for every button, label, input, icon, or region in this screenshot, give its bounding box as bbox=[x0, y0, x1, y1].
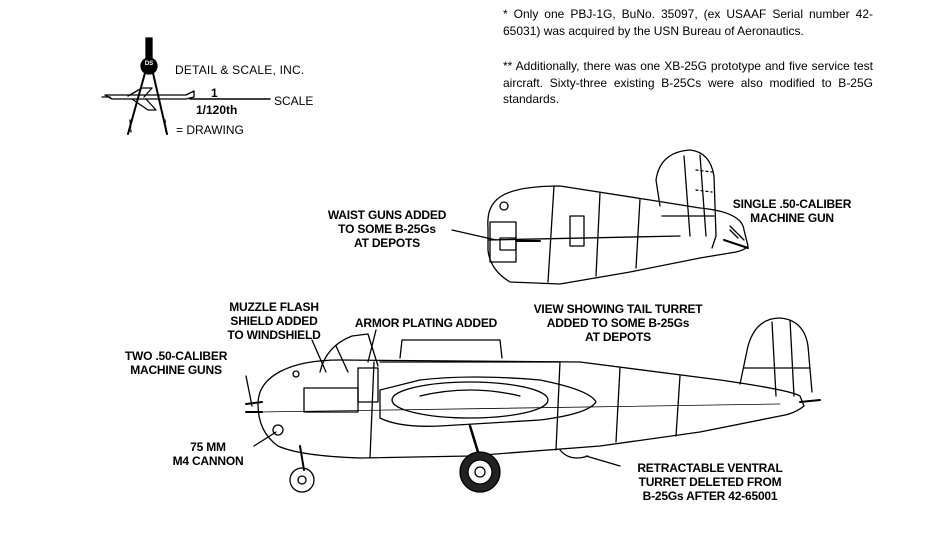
callout-armor-plating: ARMOR PLATING ADDED bbox=[344, 316, 508, 330]
callout-ventral-line-3: B-25Gs AFTER 42-65001 bbox=[642, 489, 778, 503]
callout-muzzle-flash: MUZZLE FLASH SHIELD ADDED TO WINDSHIELD bbox=[214, 300, 334, 342]
callout-tail-turret-line-1: VIEW SHOWING TAIL TURRET bbox=[533, 302, 703, 316]
scale-ratio-numerator: 1 bbox=[211, 86, 218, 100]
logo-emblem-text: DS bbox=[144, 61, 154, 67]
callout-armor-line-1: ARMOR PLATING ADDED bbox=[354, 316, 498, 330]
rear-fuselage-view bbox=[487, 149, 749, 285]
callout-waist-guns-line-1: WAIST GUNS ADDED bbox=[327, 208, 447, 222]
callout-waist-guns-line-2: TO SOME B-25Gs bbox=[338, 222, 436, 236]
note-pbj-1g: * Only one PBJ-1G, BuNo. 35097, (ex USAA… bbox=[503, 7, 873, 38]
leader-cannon bbox=[253, 431, 277, 447]
leader-armor bbox=[367, 329, 377, 363]
leader-waist-guns bbox=[451, 229, 497, 241]
callout-muzzle-flash-line-3: TO WINDSHIELD bbox=[227, 328, 321, 342]
callout-tail-turret: VIEW SHOWING TAIL TURRET ADDED TO SOME B… bbox=[518, 302, 718, 344]
scale-ratio-denominator: 1/120th bbox=[196, 103, 238, 117]
b-25g-side-view bbox=[245, 317, 821, 493]
callout-ventral-turret: RETRACTABLE VENTRAL TURRET DELETED FROM … bbox=[622, 461, 798, 503]
leader-single-gun bbox=[729, 225, 745, 241]
leader-muzzle-flash bbox=[311, 339, 327, 373]
callout-tail-turret-line-3: AT DEPOTS bbox=[585, 330, 651, 344]
callout-single-gun: SINGLE .50-CALIBER MACHINE GUN bbox=[722, 197, 862, 225]
callout-waist-guns: WAIST GUNS ADDED TO SOME B-25Gs AT DEPOT… bbox=[312, 208, 462, 250]
callout-single-gun-line-1: SINGLE .50-CALIBER bbox=[732, 197, 852, 211]
callout-muzzle-flash-line-2: SHIELD ADDED bbox=[230, 314, 318, 328]
callout-ventral-line-1: RETRACTABLE VENTRAL bbox=[637, 461, 783, 475]
scale-word: SCALE bbox=[274, 94, 314, 108]
callout-cannon-line-1: 75 MM bbox=[190, 440, 226, 454]
callout-cannon-line-2: M4 CANNON bbox=[172, 454, 244, 468]
callout-two-guns: TWO .50-CALIBER MACHINE GUNS bbox=[112, 349, 240, 377]
callout-two-guns-line-2: MACHINE GUNS bbox=[130, 363, 222, 377]
callout-muzzle-flash-line-1: MUZZLE FLASH bbox=[229, 300, 319, 314]
leader-ventral bbox=[585, 455, 621, 467]
callout-cannon: 75 MM M4 CANNON bbox=[160, 440, 256, 468]
drawing-word: = DRAWING bbox=[176, 123, 244, 137]
callout-two-guns-line-1: TWO .50-CALIBER bbox=[124, 349, 228, 363]
drafting-compass-icon bbox=[127, 37, 168, 135]
callout-single-gun-line-2: MACHINE GUN bbox=[750, 211, 834, 225]
scale-aircraft-icon bbox=[101, 87, 195, 111]
callout-waist-guns-line-3: AT DEPOTS bbox=[354, 236, 420, 250]
note-additional-aircraft: ** Additionally, there was one XB-25G pr… bbox=[503, 59, 873, 106]
leader-two-guns bbox=[245, 375, 253, 407]
callout-tail-turret-line-2: ADDED TO SOME B-25Gs bbox=[546, 316, 690, 330]
company-name: DETAIL & SCALE, INC. bbox=[175, 63, 305, 77]
callout-ventral-line-2: TURRET DELETED FROM bbox=[638, 475, 782, 489]
